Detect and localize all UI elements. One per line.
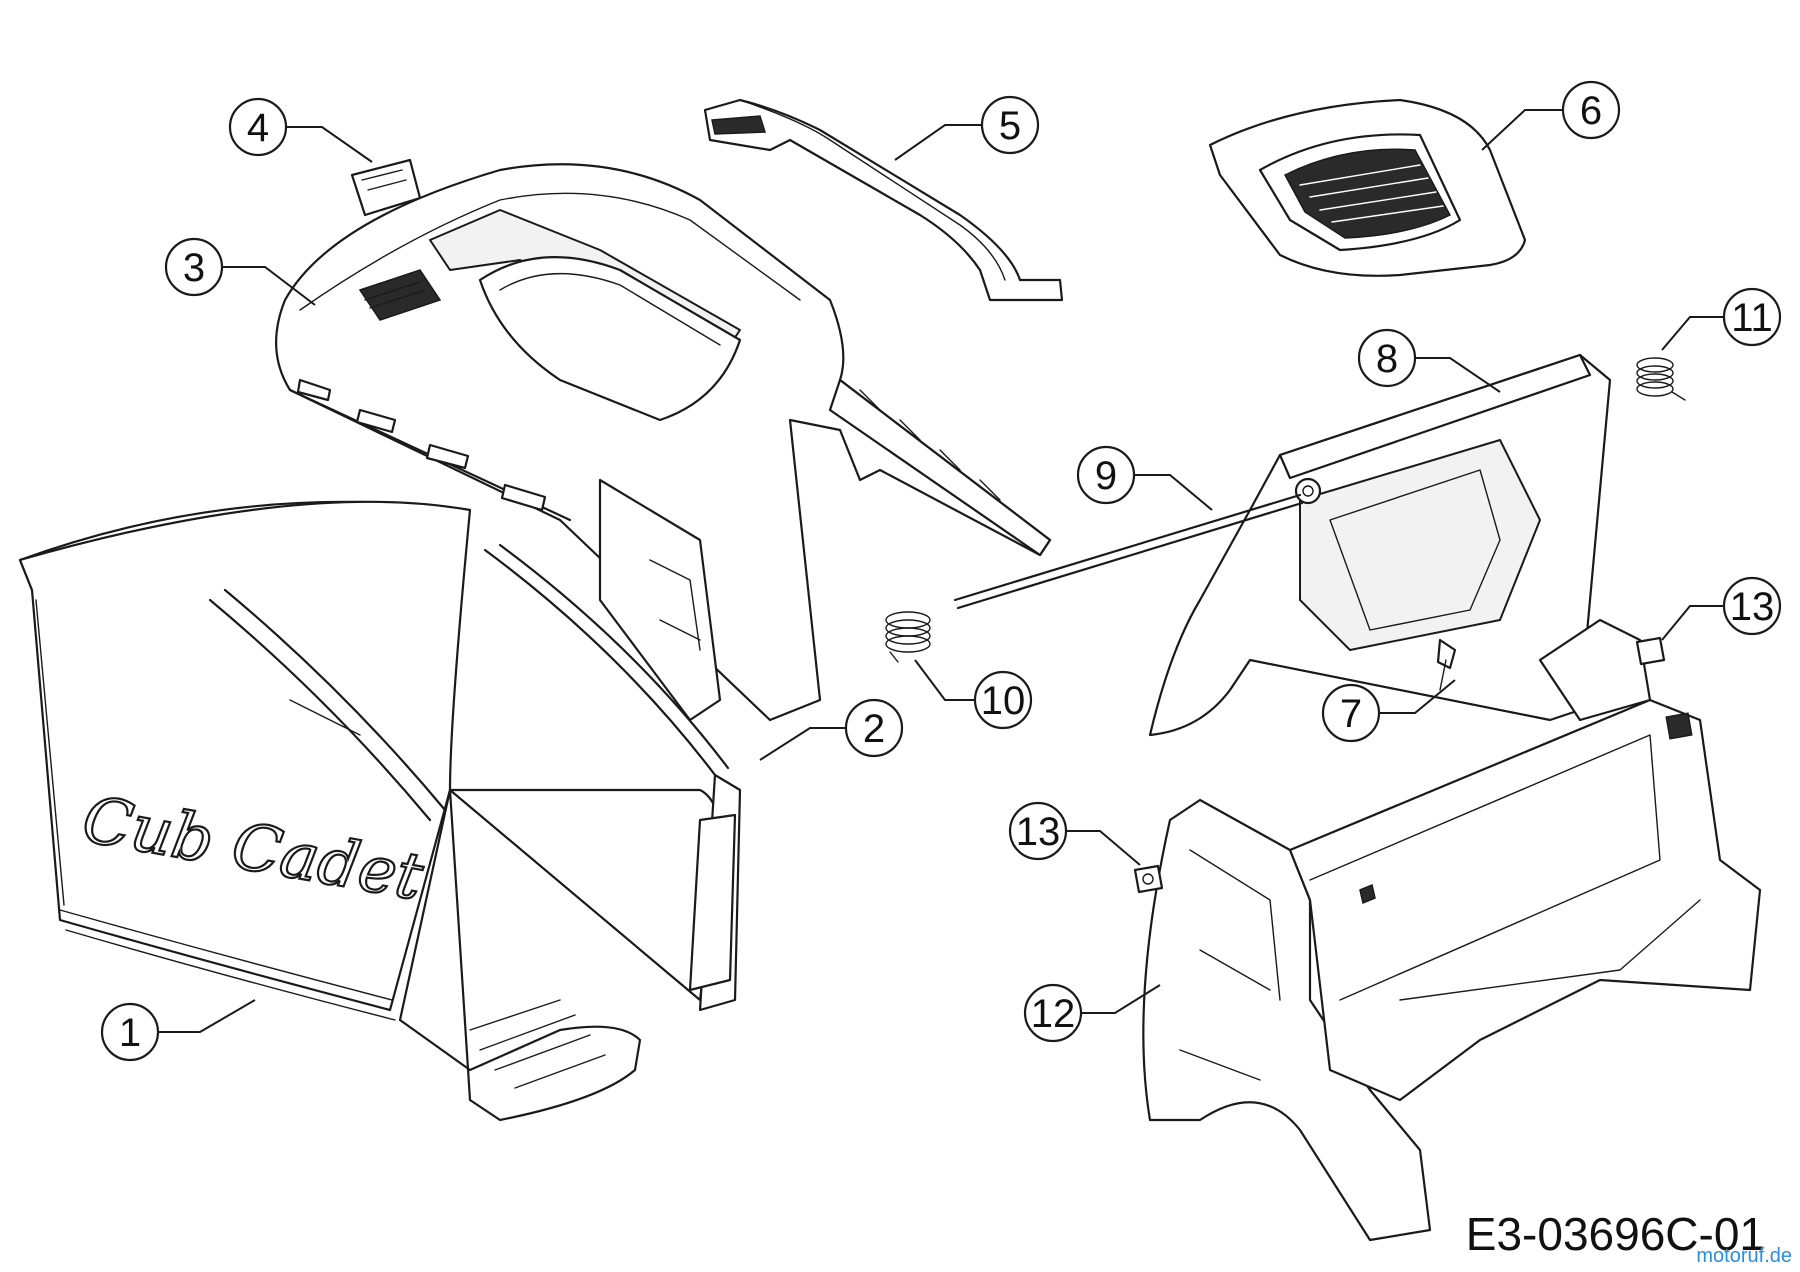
callout-9-label: 9 xyxy=(1095,454,1117,498)
callout-8-label: 8 xyxy=(1376,337,1398,381)
part-screw xyxy=(1436,638,1457,691)
callout-5-label: 5 xyxy=(999,104,1021,148)
leader-lines xyxy=(158,109,1724,1033)
callout-1-label: 1 xyxy=(119,1011,141,1055)
callout-2: 2 xyxy=(844,698,904,758)
drawing-code: E3-03696C-01 xyxy=(1466,1208,1765,1260)
callout-3: 3 xyxy=(164,237,224,297)
callout-4: 4 xyxy=(228,97,288,157)
part-vent-cover xyxy=(1208,98,1527,277)
part-bag-top-cover xyxy=(275,163,1052,722)
callout-8: 8 xyxy=(1357,328,1417,388)
callout-9: 9 xyxy=(1076,445,1136,505)
part-deflector-flap xyxy=(1148,353,1612,737)
part-hinge-rod xyxy=(953,493,1304,610)
callout-13-right-label: 13 xyxy=(1730,585,1775,629)
callout-10: 10 xyxy=(973,670,1033,730)
callout-12-label: 12 xyxy=(1031,992,1076,1036)
callout-1: 1 xyxy=(100,1002,160,1062)
callout-6: 6 xyxy=(1561,80,1621,140)
callout-13-left-label: 13 xyxy=(1016,810,1061,854)
callout-11: 11 xyxy=(1722,287,1782,347)
part-small-tab xyxy=(350,158,422,217)
callout-10-label: 10 xyxy=(981,679,1026,723)
part-bag-frame xyxy=(1142,618,1762,1242)
callout-2-label: 2 xyxy=(863,707,885,751)
callout-4-label: 4 xyxy=(247,106,269,150)
callout-12: 12 xyxy=(1023,983,1083,1043)
watermark: motoruf.de xyxy=(1696,1245,1792,1267)
part-carry-handle xyxy=(703,98,1064,302)
callout-13-right: 13 xyxy=(1722,576,1782,636)
callout-7: 7 xyxy=(1321,683,1381,743)
callout-11-label: 11 xyxy=(1731,296,1773,340)
part-spring-left xyxy=(885,611,931,663)
callout-6-label: 6 xyxy=(1580,89,1602,133)
callout-13-left: 13 xyxy=(1008,801,1068,861)
part-spring-right xyxy=(1636,357,1686,401)
callout-3-label: 3 xyxy=(183,246,205,290)
part-nut-right xyxy=(1635,636,1693,740)
part-grass-bag: Cub Cadet xyxy=(18,500,742,1122)
part-nut-left xyxy=(1133,864,1164,894)
callout-7-label: 7 xyxy=(1340,692,1362,736)
callout-5: 5 xyxy=(980,95,1040,155)
